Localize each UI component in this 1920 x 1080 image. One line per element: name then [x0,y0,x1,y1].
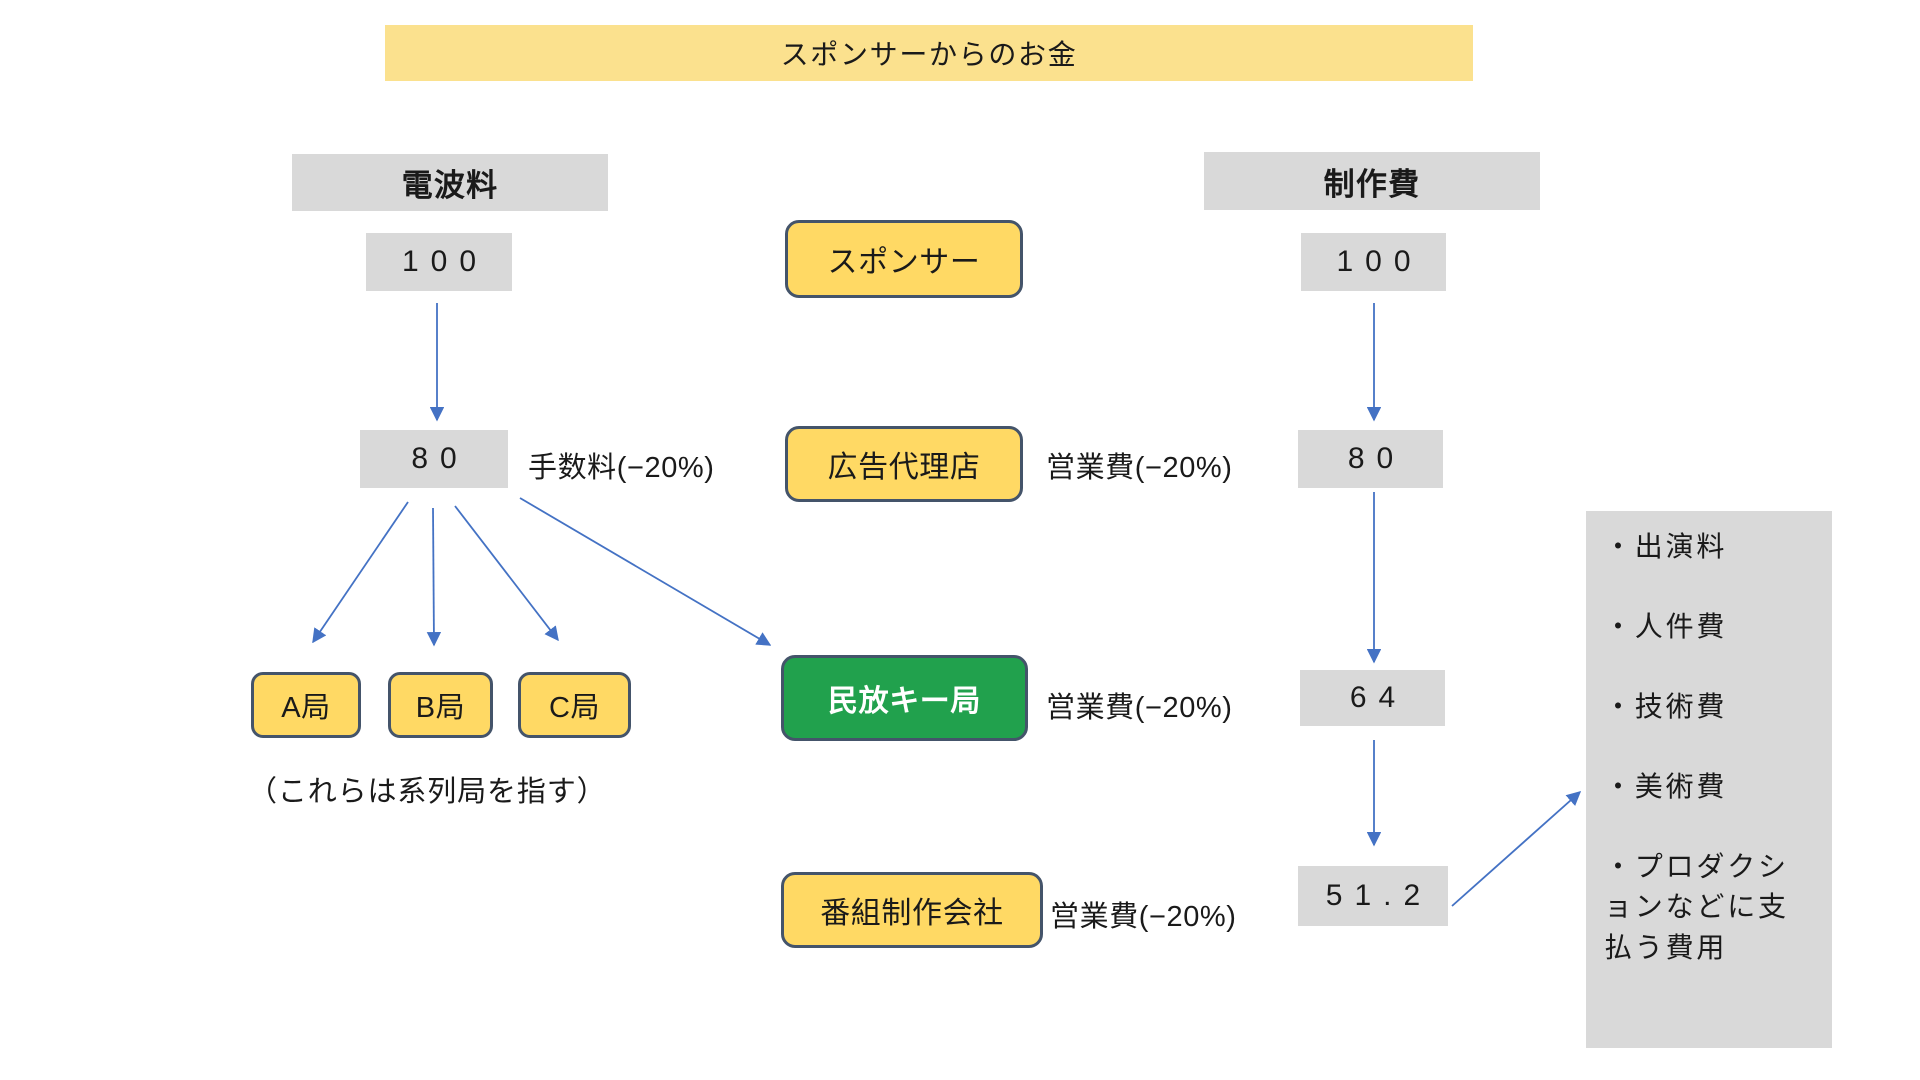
header-production-cost-label: 制作費 [1323,166,1421,202]
header-airwave-fee-label: 電波料 [401,168,499,203]
label-sales-cost-row3: 営業費(−20%) [1046,692,1233,724]
node-station-c: C局 [518,672,631,738]
node-station-c-label: C局 [548,692,601,724]
node-station-a-label: A局 [281,692,331,724]
cost-item-art-cost: ・美術費 [1604,770,1728,802]
header-production-cost: 制作費 [1204,152,1540,210]
cost-item-production-payment: ・プロダクションなどに支払う費用 [1604,850,1789,964]
header-airwave-fee: 電波料 [292,154,608,211]
cost-item-personnel-cost: ・人件費 [1604,610,1728,642]
node-production-company: 番組制作会社 [781,872,1043,948]
node-sponsor: スポンサー [785,220,1023,298]
arrow-51-to-cost-panel [1451,791,1582,907]
node-ad-agency: 広告代理店 [785,426,1023,502]
arrow-80-to-station-a [312,501,409,644]
right-value-80: 80 [1298,430,1443,488]
label-sales-cost-row4: 営業費(−20%) [1050,901,1237,933]
arrow-80-to-station-b [426,507,442,647]
node-sponsor-label: スポンサー [827,246,981,279]
node-production-company-label: 番組制作会社 [820,897,1004,930]
label-sales-cost-row2: 営業費(−20%) [1046,452,1233,484]
right-value-100: 100 [1301,233,1446,291]
node-station-a: A局 [251,672,361,738]
node-ad-agency-label: 広告代理店 [827,451,981,484]
cost-breakdown-panel: ・出演料 ・人件費 ・技術費 ・美術費 ・プロダクションなどに支払う費用 [1586,511,1832,1048]
arrow-80-to-key-station [519,497,772,646]
left-value-80: 80 [360,430,508,488]
cost-item-technical-cost: ・技術費 [1604,690,1728,722]
label-commission: 手数料(−20%) [528,452,715,484]
node-key-station-label: 民放キー局 [828,685,981,718]
right-value-51-2: 51.2 [1298,866,1448,926]
node-station-b: B局 [388,672,493,738]
affiliate-stations-note: （これらは系列局を指す） [248,776,607,808]
left-value-100: 100 [366,233,512,291]
cost-item-performance-fee: ・出演料 [1604,531,1728,562]
arrow-80-to-station-c [454,505,559,642]
right-value-64: 64 [1300,670,1445,726]
title-banner: スポンサーからのお金 [385,25,1473,81]
node-station-b-label: B局 [415,692,466,724]
node-key-station: 民放キー局 [781,655,1028,741]
title-banner-label: スポンサーからのお金 [780,39,1078,70]
